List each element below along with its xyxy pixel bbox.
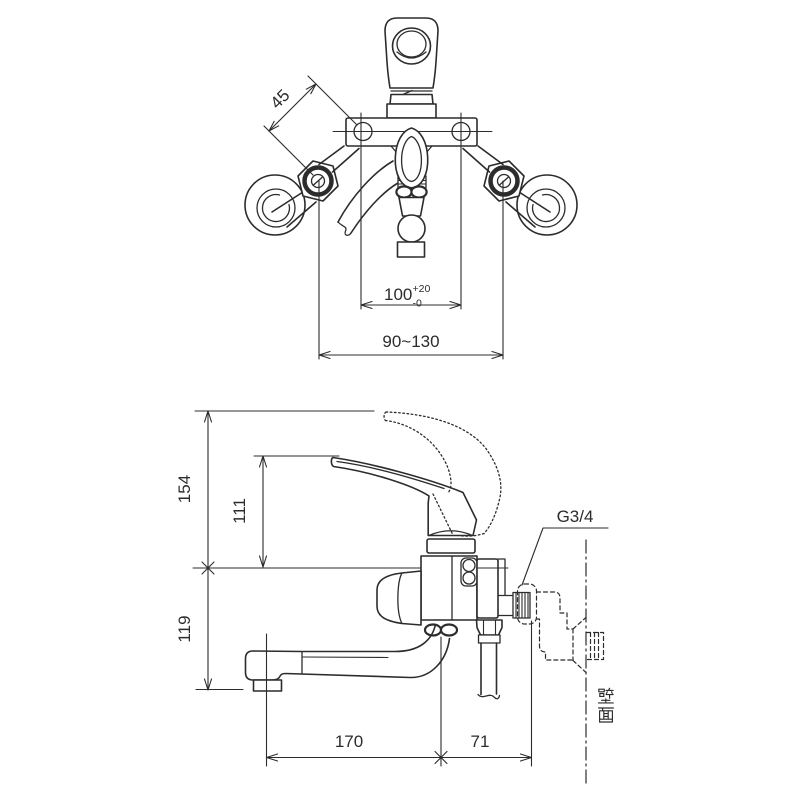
dashed-wall-fitting bbox=[516, 583, 605, 674]
dim-wall-pitch-range-label: 90~130 bbox=[382, 332, 439, 351]
dim-handle-height-label: 111 bbox=[230, 498, 249, 524]
side-view: 154 111 119 170 71 G3/4 壁面 bbox=[175, 410, 614, 784]
dim-spout-reach-label: 170 bbox=[335, 732, 363, 751]
side-view-dimensions: 154 111 119 170 71 G3/4 bbox=[175, 410, 609, 767]
faucet-body-side bbox=[330, 456, 509, 637]
left-wall-leg bbox=[244, 145, 360, 236]
wall-surface-label-glyphs bbox=[597, 687, 614, 723]
raised-handle-dotted bbox=[383, 411, 502, 537]
front-view: 100 +20 -0 90~130 45 bbox=[244, 17, 578, 360]
dim-mounting-pitch-tol-minus: -0 bbox=[413, 298, 422, 310]
dim-mounting-pitch-tol-plus: +20 bbox=[413, 283, 431, 295]
dim-mounting-pitch-label: 100 bbox=[384, 285, 412, 304]
shower-hook-holder bbox=[384, 17, 439, 119]
thread-size-label: G3/4 bbox=[557, 507, 594, 526]
dim-wall-offset-label: 71 bbox=[471, 732, 490, 751]
front-view-dimensions: 100 +20 -0 90~130 45 bbox=[263, 75, 504, 360]
shower-hose-outlet bbox=[475, 619, 503, 700]
right-wall-leg bbox=[462, 145, 578, 236]
spout-top-view bbox=[337, 160, 399, 236]
lever-handle-top-view bbox=[394, 127, 429, 258]
dim-crank-offset-label: 45 bbox=[267, 86, 294, 113]
dim-spout-drop-label: 119 bbox=[175, 615, 194, 642]
spout-side-view bbox=[244, 623, 451, 692]
dim-total-height-label: 154 bbox=[175, 475, 194, 503]
wall-connection-thread bbox=[497, 591, 531, 619]
